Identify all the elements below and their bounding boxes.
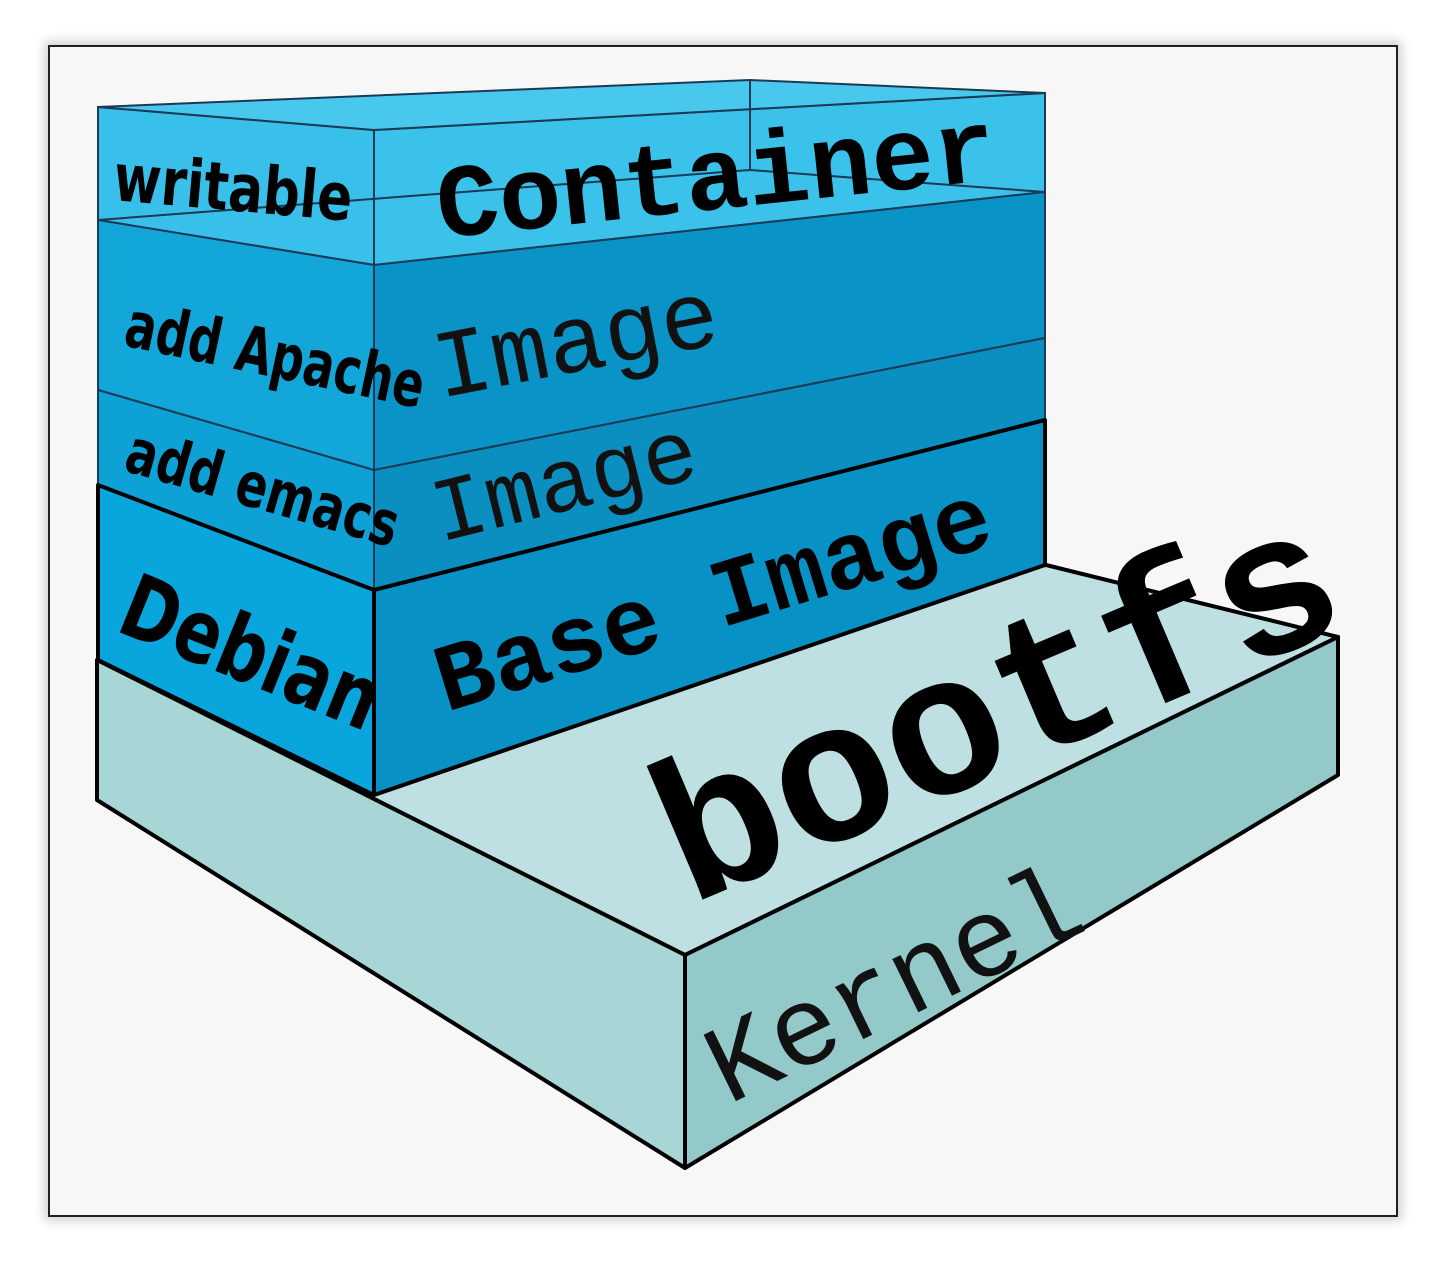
container-top — [97, 78, 1046, 265]
container-top-face — [97, 78, 1046, 132]
base-right-face — [372, 418, 1047, 797]
layer-stack-right — [373, 91, 1046, 592]
base-layer — [96, 418, 1047, 797]
kernel-right-face — [683, 635, 1340, 1170]
